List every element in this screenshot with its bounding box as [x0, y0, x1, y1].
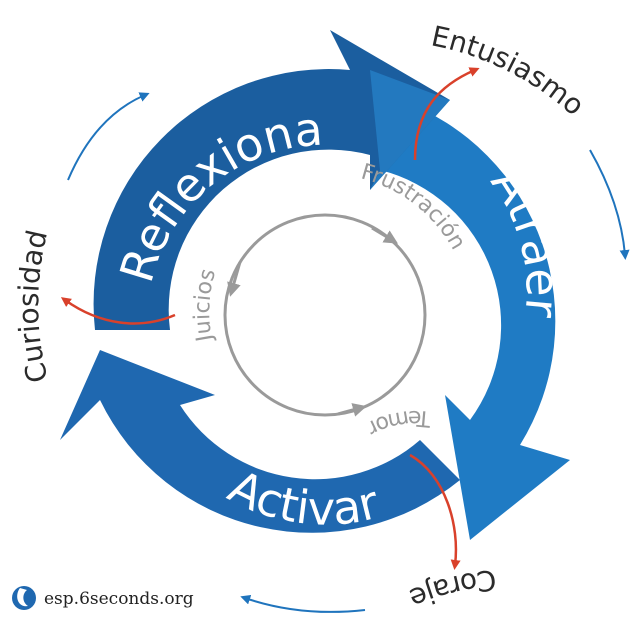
site-url: esp.6seconds.org	[44, 589, 194, 609]
reflexionar-segment	[93, 30, 451, 330]
arrow-red-entusiasmo	[413, 67, 480, 161]
atraer-segment	[380, 100, 570, 540]
label-curiosidad: Curiosidad	[12, 227, 55, 386]
arrow-red-coraje	[409, 453, 461, 570]
six-seconds-logo-icon	[12, 586, 36, 610]
inner-arrow-top	[371, 226, 399, 244]
label-temor: Temor	[362, 405, 432, 441]
arrow-blue-bottom	[240, 594, 366, 613]
inner-arrow-left	[227, 261, 242, 297]
arrow-red-curiosidad	[60, 297, 176, 325]
inner-arrow-bottom	[337, 403, 367, 417]
activar-segment	[60, 350, 460, 533]
label-activar: Activar	[220, 459, 383, 536]
inner-cycle	[223, 213, 427, 417]
arrow-blue-right	[589, 149, 630, 260]
label-entusiasmo: Entusiasmo	[429, 19, 591, 122]
label-juicios: Juicios	[190, 266, 221, 345]
label-coraje: Coraje	[405, 563, 498, 615]
arrow-blue-top	[67, 92, 150, 181]
